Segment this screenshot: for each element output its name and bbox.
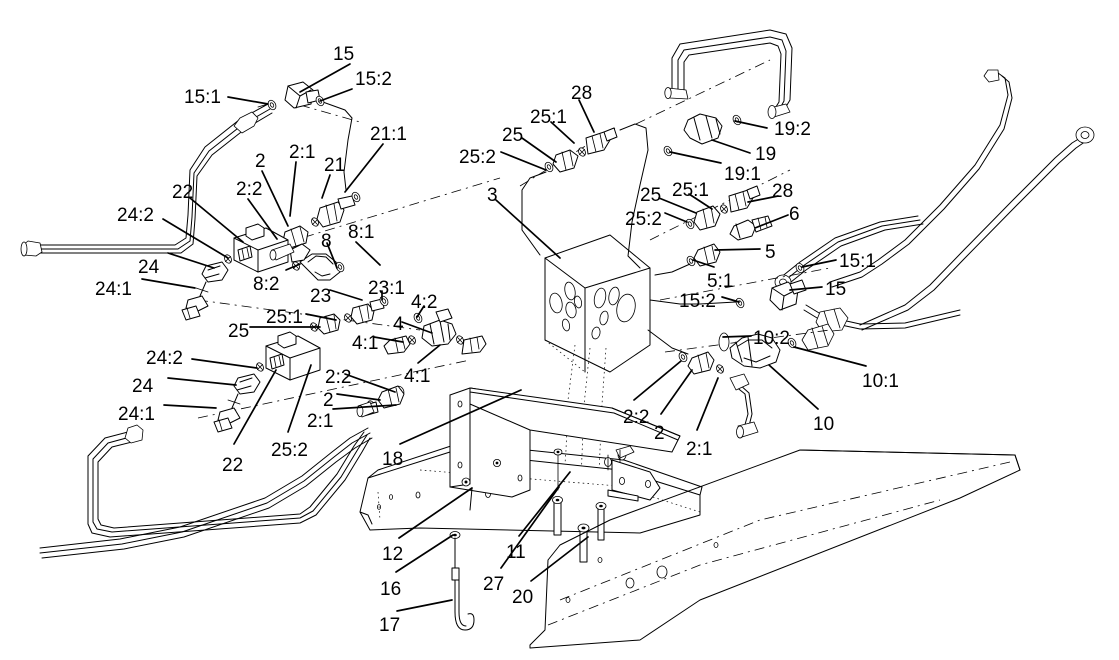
fitting-train-2-lower-right xyxy=(677,350,726,375)
callout-label-2-2: 2:2 xyxy=(623,407,650,428)
callout-label-15: 15 xyxy=(333,44,355,65)
rear-frame-rail xyxy=(529,449,1021,649)
callout-label-2: 2 xyxy=(323,390,334,411)
callout-label-5-1: 5:1 xyxy=(707,271,734,292)
callout-label-3: 3 xyxy=(487,185,498,206)
fitting-train-upper-left xyxy=(272,190,362,249)
fitting-8-hose xyxy=(269,243,346,281)
callout-label-22: 22 xyxy=(222,455,244,476)
callout-label-21: 21 xyxy=(324,155,346,176)
callout-label-8-2: 8:2 xyxy=(253,274,280,295)
callout-label-2-1: 2:1 xyxy=(289,142,316,163)
callout-label-25-2: 25:2 xyxy=(271,440,308,461)
fitting-train-23-25 xyxy=(308,294,390,335)
callout-label-6: 6 xyxy=(789,204,800,225)
callout-label-2-1: 2:1 xyxy=(686,439,713,460)
hose-mid-left xyxy=(39,427,373,559)
callout-label-23-1: 23:1 xyxy=(368,278,405,299)
fitting-24-upper xyxy=(181,261,229,321)
callout-label-15-2: 15:2 xyxy=(679,291,716,312)
callout-label-2-2: 2:2 xyxy=(325,367,352,388)
callout-label-19-2: 19:2 xyxy=(774,119,811,140)
fitting-train-25-top xyxy=(543,127,618,174)
leader-lines xyxy=(141,63,867,612)
callout-label-22: 22 xyxy=(172,182,194,203)
callout-label-20: 20 xyxy=(512,587,534,608)
fitting-train-25-mid-right xyxy=(684,185,761,231)
callout-label-10-2: 10:2 xyxy=(753,328,790,349)
callout-label-24-2: 24:2 xyxy=(117,205,154,226)
bolts-group xyxy=(552,448,621,563)
callout-label-4: 4 xyxy=(393,314,404,335)
callout-label-4-1: 4:1 xyxy=(404,366,431,387)
callout-label-12: 12 xyxy=(382,544,404,565)
callout-label-24: 24 xyxy=(132,376,154,397)
callout-label-15-2: 15:2 xyxy=(355,69,392,90)
callout-label-2-2: 2:2 xyxy=(236,179,263,200)
fitting-24-lower xyxy=(213,373,261,433)
tube-right-long-1 xyxy=(859,126,1095,331)
manifold-22-upper xyxy=(233,223,289,273)
manifold-22-lower xyxy=(265,331,321,381)
callout-label-10: 10 xyxy=(813,414,835,435)
callout-label-5: 5 xyxy=(765,242,776,263)
callout-label-25-1: 25:1 xyxy=(672,180,709,201)
tube-upper-left xyxy=(20,103,273,257)
callout-label-2-1: 2:1 xyxy=(307,411,334,432)
callout-label-10-1: 10:1 xyxy=(862,371,899,392)
callout-label-4-2: 4:2 xyxy=(411,292,438,313)
hose-top-bend xyxy=(664,29,793,119)
callout-label-8-1: 8:1 xyxy=(348,222,375,243)
mounting-bracket-assembly xyxy=(359,387,703,534)
callout-label-18: 18 xyxy=(382,449,404,470)
tube-right-long-2 xyxy=(829,69,1013,288)
callout-label-8: 8 xyxy=(321,231,332,252)
callout-label-19: 19 xyxy=(755,144,777,165)
callout-label-2: 2 xyxy=(255,151,266,172)
callout-label-25-1: 25:1 xyxy=(530,107,567,128)
callout-label-2: 2 xyxy=(654,423,665,444)
callout-label-15-1: 15:1 xyxy=(839,251,876,272)
callout-label-25-1: 25:1 xyxy=(266,307,303,328)
hose-right-15 xyxy=(803,304,961,330)
hose-lower-left-loop xyxy=(87,424,371,538)
callout-label-23: 23 xyxy=(310,286,332,307)
callout-label-25: 25 xyxy=(640,185,662,206)
hook-pin-17 xyxy=(449,531,475,631)
callout-label-15: 15 xyxy=(825,279,847,300)
callout-label-15-1: 15:1 xyxy=(184,87,221,108)
callout-label-24-2: 24:2 xyxy=(146,348,183,369)
callout-label-11: 11 xyxy=(506,542,526,563)
callout-label-17: 17 xyxy=(379,615,401,636)
callout-label-25-2: 25:2 xyxy=(625,209,662,230)
callout-label-25: 25 xyxy=(228,321,250,342)
callout-label-19-1: 19:1 xyxy=(724,164,761,185)
callout-label-4-1: 4:1 xyxy=(352,333,379,354)
valve-block-3 xyxy=(544,234,651,373)
callout-label-24: 24 xyxy=(138,257,160,278)
fitting-train-2-lower-left xyxy=(356,384,406,418)
fitting-15-upper-left xyxy=(266,81,326,112)
callout-label-16: 16 xyxy=(380,579,402,600)
callout-label-28: 28 xyxy=(772,181,794,202)
callout-label-25-2: 25:2 xyxy=(459,147,496,168)
hose-10-short xyxy=(729,373,759,439)
callout-label-28: 28 xyxy=(571,83,593,104)
callout-label-21-1: 21:1 xyxy=(370,124,407,145)
callout-label-25: 25 xyxy=(502,125,524,146)
fitting-15-right xyxy=(734,261,807,311)
fitting-19 xyxy=(662,113,743,158)
callout-label-24-1: 24:1 xyxy=(118,404,155,425)
callout-label-24-1: 24:1 xyxy=(95,279,132,300)
callout-label-27: 27 xyxy=(483,574,505,595)
